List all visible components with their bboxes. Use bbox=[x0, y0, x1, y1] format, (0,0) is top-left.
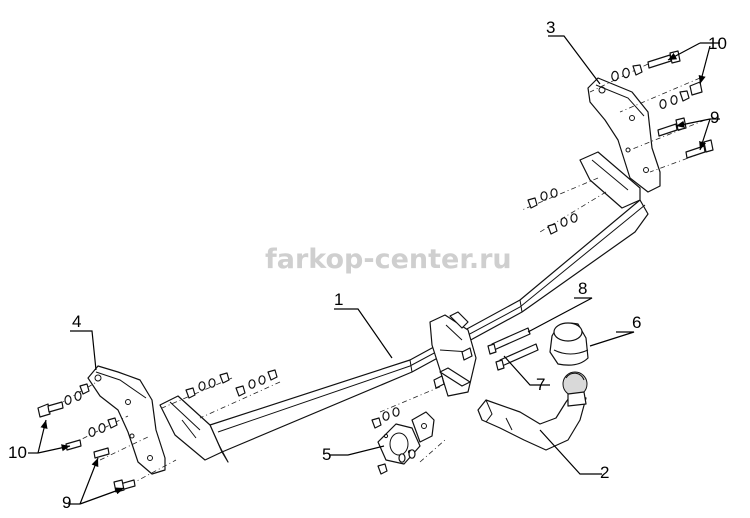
callout-4: 4 bbox=[72, 312, 81, 331]
callout-2: 2 bbox=[600, 463, 609, 482]
left-side-plate bbox=[87, 365, 166, 475]
callout-9-right: 9 bbox=[710, 108, 719, 127]
callout-7: 7 bbox=[536, 375, 545, 394]
right-side-plate bbox=[587, 77, 661, 193]
ball-cap bbox=[549, 322, 589, 366]
callouts: 1 2 3 4 5 6 7 8 9 10 9 10 bbox=[8, 18, 727, 512]
callout-6: 6 bbox=[632, 313, 641, 332]
callout-8: 8 bbox=[578, 279, 587, 298]
crossbar bbox=[159, 151, 649, 463]
leader-lines bbox=[28, 35, 720, 505]
watermark-text: farkop-center.ru bbox=[265, 244, 512, 275]
socket-plate bbox=[371, 407, 435, 475]
callout-1: 1 bbox=[334, 290, 343, 309]
callout-5: 5 bbox=[322, 445, 331, 464]
ball-mount-arm bbox=[477, 371, 588, 451]
callout-3: 3 bbox=[546, 18, 555, 37]
left-fasteners bbox=[37, 369, 278, 493]
ball-mount-bolts bbox=[433, 327, 539, 389]
callout-9-left: 9 bbox=[62, 493, 71, 512]
callout-10-right: 10 bbox=[708, 34, 727, 53]
callout-10-left: 10 bbox=[8, 443, 27, 462]
